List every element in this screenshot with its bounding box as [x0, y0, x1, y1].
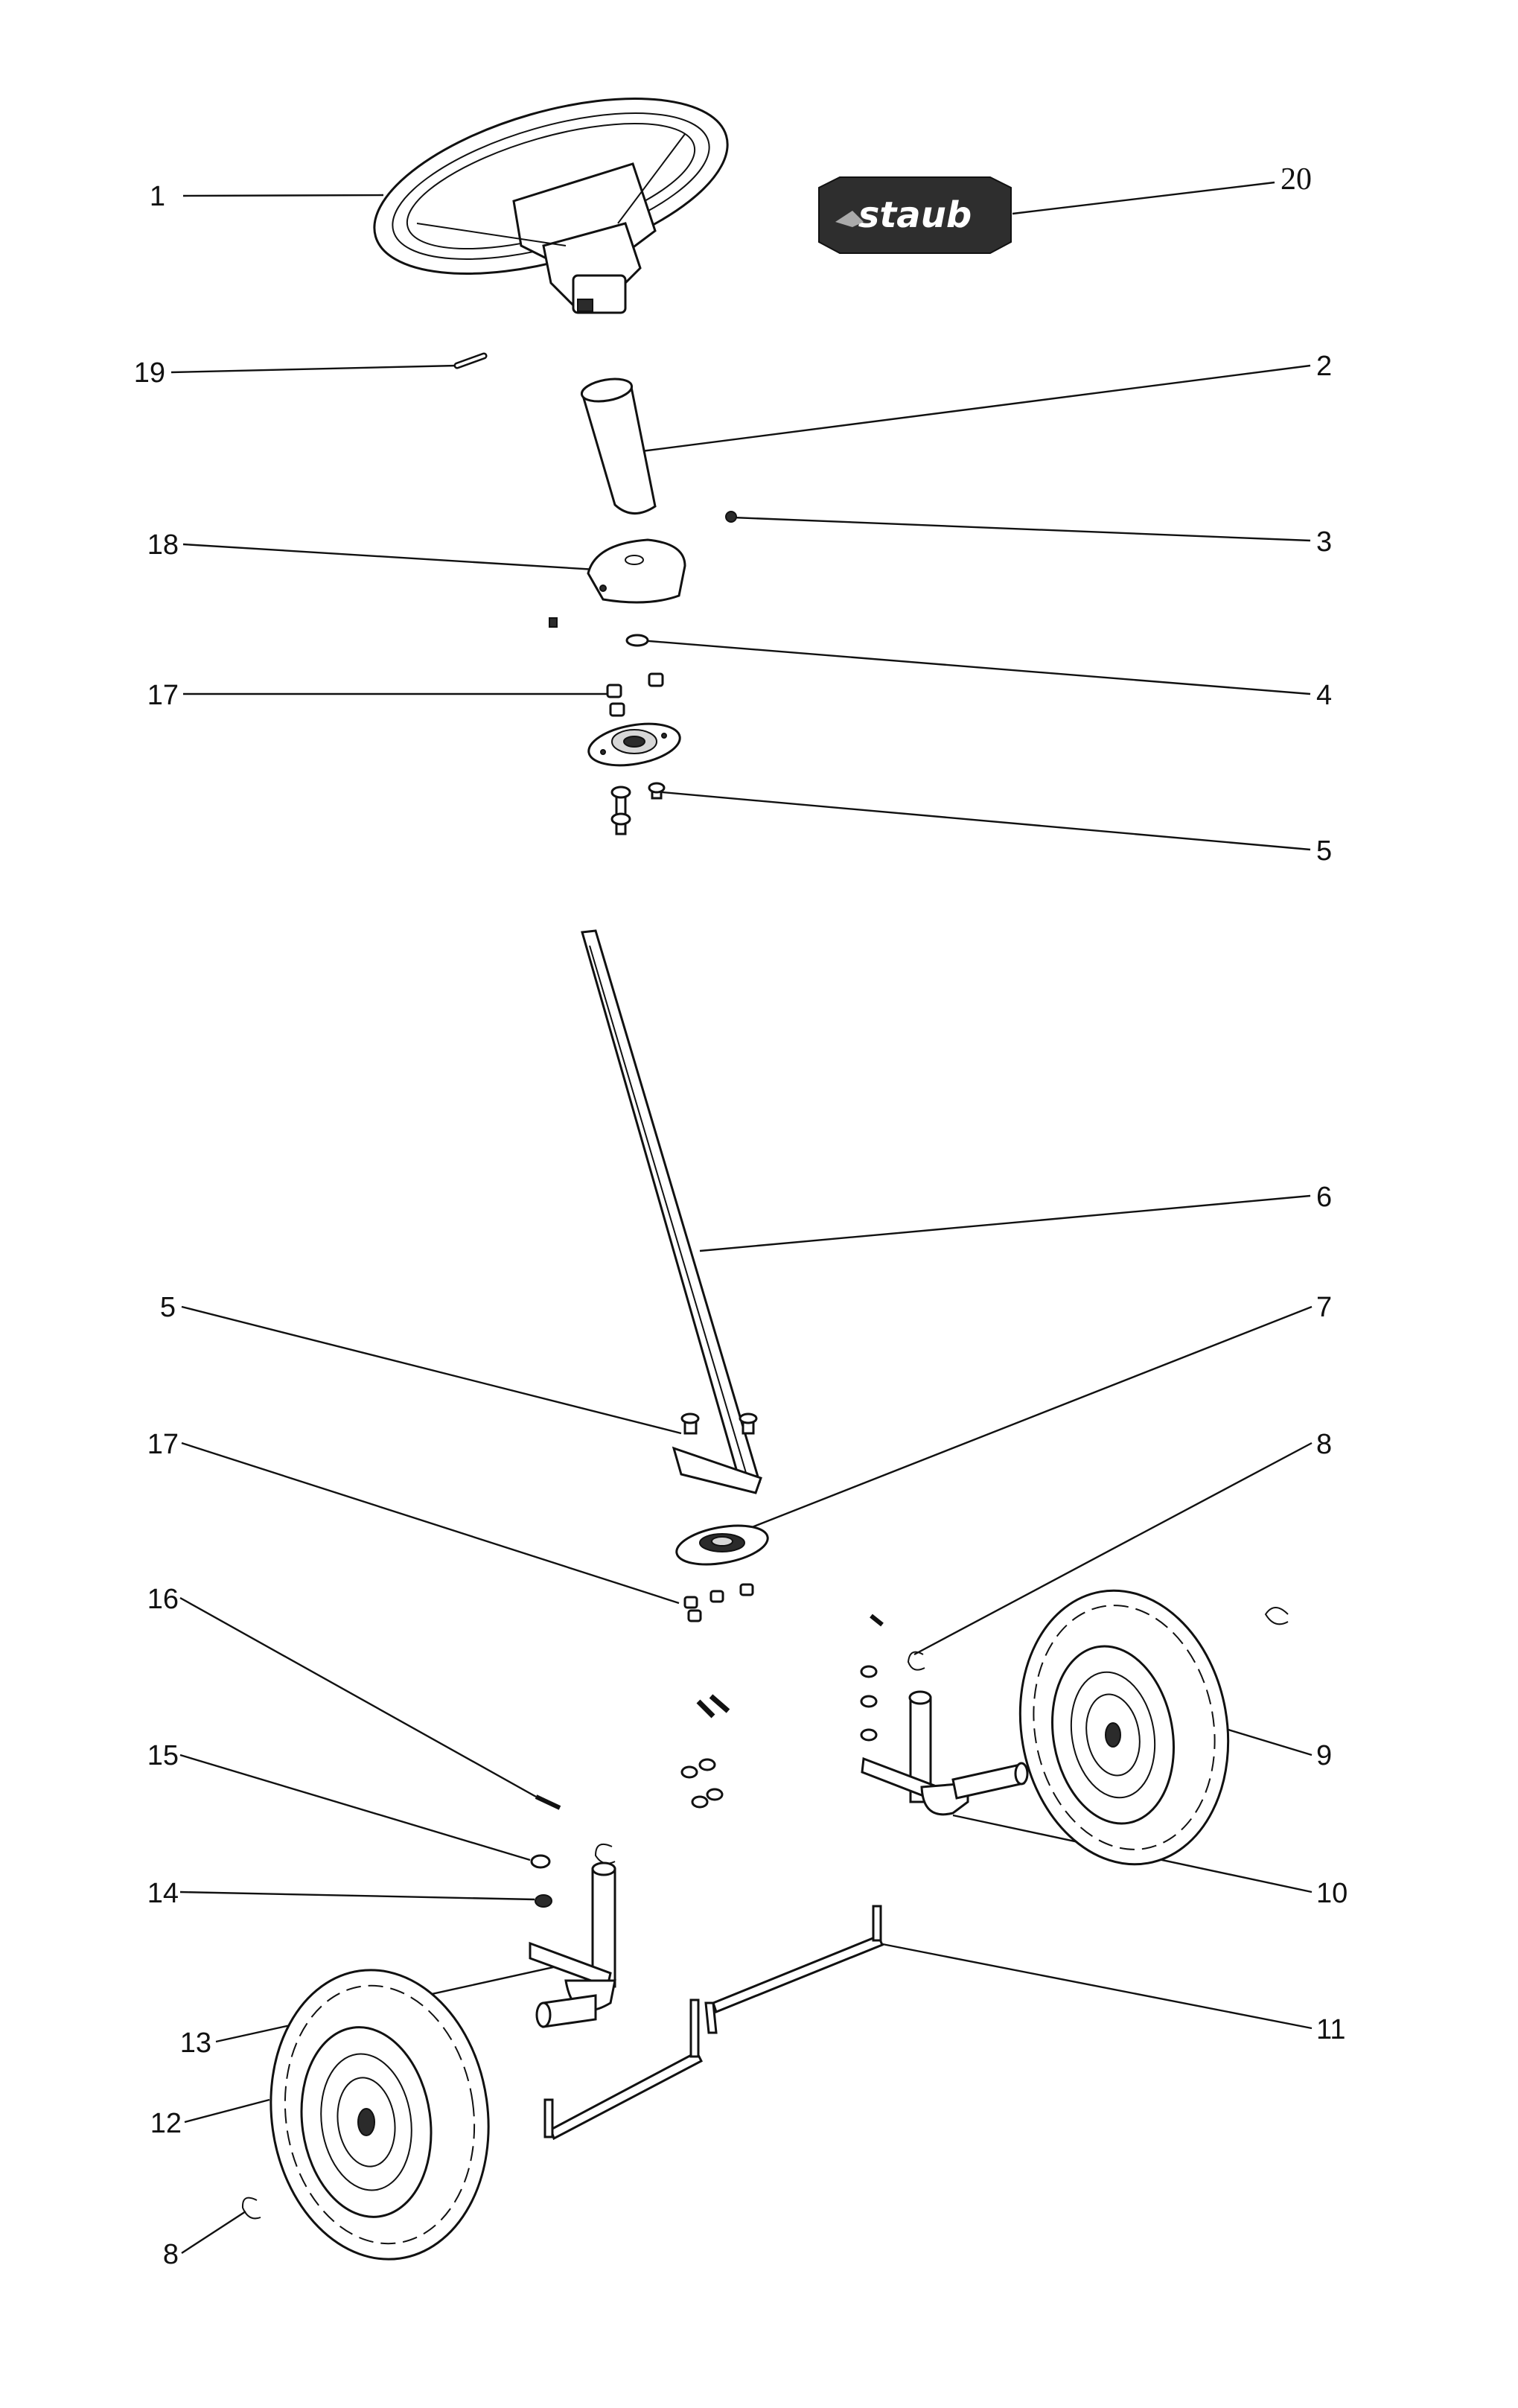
fasteners-top	[549, 617, 664, 717]
cover-cap-part	[587, 538, 686, 604]
cotter-pin-part	[535, 1794, 561, 1810]
callout-8a: 8	[1316, 1429, 1332, 1460]
lower-flange-bearing	[675, 1524, 769, 1566]
callout-4: 4	[1316, 680, 1332, 711]
leader-16	[179, 1596, 537, 1798]
leader-12	[184, 2098, 270, 2124]
brand-badge-text: staub	[858, 194, 972, 236]
upper-flange-bearing	[587, 722, 681, 767]
callout-7: 7	[1316, 1292, 1332, 1323]
callout-15: 15	[147, 1740, 179, 1771]
bolts-top-part	[610, 782, 666, 835]
callout-10: 10	[1316, 1878, 1348, 1909]
leader-6	[699, 1194, 1311, 1252]
callout-2: 2	[1316, 351, 1332, 382]
right-small-parts	[860, 1607, 1289, 1742]
circlip-part	[241, 2197, 261, 2220]
sleeve-tube-part	[580, 378, 657, 515]
callout-3: 3	[1316, 526, 1332, 558]
leader-19	[170, 364, 458, 374]
leader-5b	[181, 1305, 682, 1435]
mid-fasteners	[680, 1694, 730, 1809]
leader-8b	[181, 2210, 246, 2255]
callout-9: 9	[1316, 1740, 1332, 1771]
callout-8b: 8	[163, 2239, 179, 2270]
leader-8a	[913, 1442, 1313, 1656]
callout-13: 13	[180, 2028, 211, 2059]
leader-2	[641, 364, 1311, 453]
tie-rods-part	[543, 1905, 884, 2141]
brand-badge-plate	[818, 176, 1012, 254]
callout-1: 1	[150, 181, 165, 212]
nuts-lower-part	[683, 1583, 754, 1622]
callout-17a: 17	[147, 680, 179, 711]
callout-12: 12	[150, 2108, 182, 2139]
pin-part	[453, 352, 488, 369]
callout-14: 14	[147, 1878, 179, 1909]
callout-11: 11	[1316, 2014, 1345, 2045]
leader-18	[182, 543, 596, 571]
callout-5a: 5	[1316, 835, 1332, 867]
steering-column-part	[581, 929, 762, 1494]
washer-part	[530, 1854, 551, 1869]
callout-6: 6	[1316, 1182, 1332, 1213]
left-wheel-part	[270, 1969, 490, 2261]
leader-1	[182, 194, 384, 197]
small-nut-part	[725, 511, 737, 523]
leader-20	[1012, 181, 1275, 215]
callout-17b: 17	[147, 1429, 179, 1460]
leader-5a	[653, 790, 1311, 851]
leader-14	[179, 1891, 535, 1901]
callout-19: 19	[134, 357, 165, 389]
callout-5b: 5	[160, 1292, 176, 1323]
right-spindle-part	[861, 1690, 1029, 1816]
leader-17b	[181, 1442, 680, 1605]
leader-7	[744, 1305, 1313, 1532]
nut-part	[535, 1894, 552, 1908]
brand-badge: staub	[818, 176, 1012, 254]
callout-16: 16	[147, 1584, 179, 1615]
leader-9	[1220, 1726, 1313, 1756]
steering-wheel-part	[373, 98, 729, 314]
callout-labels: 1 20 19 2 3 18 4 17 5 6 5 7 17 8 16 9 15…	[134, 162, 1348, 2270]
right-wheel-part	[1018, 1589, 1230, 1866]
leader-4	[640, 639, 1311, 695]
callout-20: 20	[1281, 162, 1312, 197]
leader-11	[870, 1940, 1313, 2030]
brand-badge-mark	[835, 211, 864, 227]
callout-18: 18	[147, 529, 179, 561]
leader-lines	[170, 181, 1313, 2255]
leader-15	[179, 1754, 531, 1861]
left-spindle-part	[529, 1844, 616, 2028]
leader-3	[733, 516, 1311, 542]
